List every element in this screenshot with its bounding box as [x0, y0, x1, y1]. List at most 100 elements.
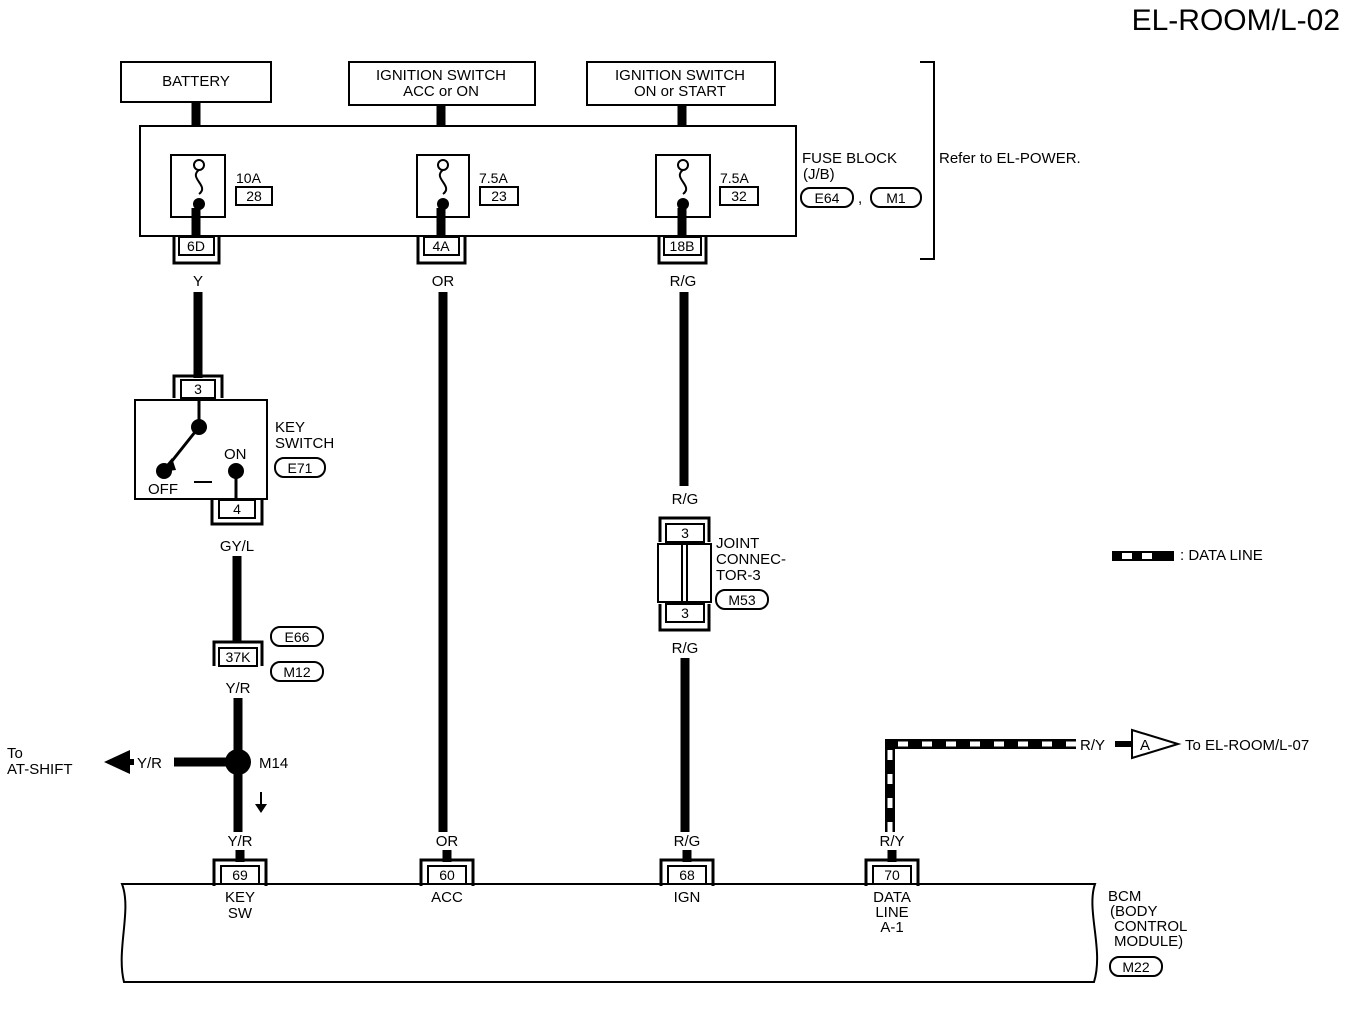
- ignition-start-label-2: ON or START: [634, 83, 726, 100]
- fuse-28-number: 28: [246, 188, 262, 204]
- bcm-label-1: BCM: [1108, 888, 1141, 905]
- bcm-term-68-name-1: IGN: [674, 889, 701, 906]
- refer-to-el-power: Refer to EL-POWER.: [939, 150, 1081, 167]
- fuse-block-bracket: [920, 61, 935, 260]
- ignition-start-label-1: IGNITION SWITCH: [615, 67, 745, 84]
- svg-text:70: 70: [884, 867, 900, 883]
- to-el-room-l07: To EL-ROOM/L-07: [1185, 737, 1309, 754]
- fuse-28-amp: 10A: [236, 170, 262, 186]
- bcm-terminal-68: 68 IGN: [659, 858, 715, 906]
- svg-text:M22: M22: [1122, 959, 1149, 975]
- bcm-term-60-name-1: ACC: [431, 889, 463, 906]
- bcm-term-69-name-2: SW: [228, 905, 253, 922]
- connector-37k: 37K: [212, 640, 264, 667]
- bcm-label-4: MODULE): [1114, 933, 1183, 950]
- wire-label-y: Y: [193, 273, 203, 290]
- connector-a: [1131, 728, 1182, 760]
- key-switch-pin-4: 4: [233, 501, 241, 517]
- terminal-4a: 4A: [416, 236, 467, 265]
- wire-label-rg-top: R/G: [670, 273, 697, 290]
- connector-m1: M1: [870, 187, 922, 208]
- key-switch: 3 OFF ON 4: [134, 374, 268, 526]
- fuse-23-number: 23: [491, 188, 507, 204]
- svg-text:M53: M53: [728, 592, 755, 608]
- splice-id: M14: [259, 755, 288, 772]
- svg-text:M1: M1: [886, 190, 906, 206]
- wire-label-gyl: GY/L: [220, 538, 254, 555]
- splice-wire-label: Y/R: [137, 755, 162, 772]
- wire-label-rg-mid: R/G: [672, 491, 699, 508]
- key-switch-label-2: SWITCH: [275, 435, 334, 452]
- to-at-shift-2: AT-SHIFT: [7, 761, 73, 778]
- joint-pin-bottom: 3: [681, 605, 689, 621]
- to-at-shift-1: To: [7, 745, 23, 762]
- bcm-term-70-name-1: DATA: [873, 889, 911, 906]
- joint-label-2: CONNEC-: [716, 551, 786, 568]
- key-switch-on-label: ON: [224, 446, 247, 463]
- terminal-18b: 18B: [657, 236, 708, 265]
- data-line-wire: R/Y A To EL-ROOM/L-07: [885, 728, 1309, 832]
- connector-e64: E64: [800, 187, 854, 208]
- ignition-acc-label-2: ACC or ON: [403, 83, 479, 100]
- bcm-terminal-60: 60 ACC: [419, 858, 475, 906]
- battery-source: BATTERY: [120, 61, 272, 103]
- ignition-start-source: IGNITION SWITCH ON or START: [586, 61, 776, 106]
- svg-text:E71: E71: [288, 460, 313, 476]
- splice-m14: Y/R M14 To AT-SHIFT: [7, 745, 288, 813]
- connector-m22: M22: [1109, 956, 1163, 977]
- fuse-32: 7.5A 32: [655, 154, 759, 218]
- page-title: EL-ROOM/L-02: [1132, 4, 1340, 37]
- svg-text:4A: 4A: [432, 238, 450, 254]
- bcm-term-70-name-2: LINE: [875, 904, 908, 921]
- legend-data-line-label: : DATA LINE: [1180, 547, 1263, 564]
- svg-text:68: 68: [679, 867, 695, 883]
- svg-text:E66: E66: [285, 629, 310, 645]
- wire-label-or-bcm: OR: [436, 833, 459, 850]
- key-switch-label-1: KEY: [275, 419, 305, 436]
- joint-label-1: JOINT: [716, 535, 759, 552]
- svg-text:37K: 37K: [226, 649, 252, 665]
- ignition-acc-label-1: IGNITION SWITCH: [376, 67, 506, 84]
- svg-text:60: 60: [439, 867, 455, 883]
- terminal-6d: 6D: [172, 236, 221, 265]
- connector-separator: ,: [858, 190, 862, 207]
- wire-label-yr-1: Y/R: [225, 680, 250, 697]
- fuse-block: 10A 28 7.5A 23 7.5A 32: [139, 125, 797, 240]
- wire-label-rg-low: R/G: [672, 640, 699, 657]
- joint-connector-3: 3 3: [657, 516, 712, 632]
- joint-pin-top: 3: [681, 525, 689, 541]
- connector-m53: M53: [715, 589, 769, 610]
- svg-text:6D: 6D: [187, 238, 205, 254]
- svg-text:E64: E64: [815, 190, 840, 206]
- bcm-term-69-name-1: KEY: [225, 889, 255, 906]
- wire-label-rg-bcm: R/G: [674, 833, 701, 850]
- fuse-block-label-1: FUSE BLOCK: [802, 150, 897, 167]
- svg-text:M12: M12: [283, 664, 310, 680]
- bcm-terminal-69: 69 KEY SW: [212, 858, 268, 922]
- key-switch-pin-3: 3: [194, 381, 202, 397]
- connector-e66: E66: [270, 626, 324, 647]
- connector-a-label: A: [1140, 737, 1150, 754]
- ignition-acc-source: IGNITION SWITCH ACC or ON: [348, 61, 536, 106]
- joint-label-3: TOR-3: [716, 567, 761, 584]
- bcm-term-70-name-3: A-1: [880, 919, 903, 936]
- bcm-terminal-70: 70 DATA LINE A-1: [864, 858, 920, 936]
- legend-data-line: : DATA LINE: [1112, 547, 1263, 564]
- fuse-block-label-2: (J/B): [803, 166, 835, 183]
- bcm-label-3: CONTROL: [1114, 918, 1187, 935]
- svg-text:18B: 18B: [670, 238, 695, 254]
- key-switch-off-label: OFF: [148, 481, 178, 498]
- wire-label-ry: R/Y: [879, 833, 904, 850]
- wire-label-yr-bcm: Y/R: [227, 833, 252, 850]
- connector-e71: E71: [274, 457, 326, 478]
- svg-text:69: 69: [232, 867, 248, 883]
- wire-label-or-top: OR: [432, 273, 455, 290]
- data-line-wire-label: R/Y: [1080, 737, 1105, 754]
- fuse-23-amp: 7.5A: [479, 170, 508, 186]
- fuse-32-amp: 7.5A: [720, 170, 749, 186]
- connector-m12: M12: [270, 661, 324, 682]
- bcm-module: [120, 883, 1099, 983]
- battery-label: BATTERY: [162, 73, 230, 90]
- bcm-label-2: (BODY: [1110, 903, 1158, 920]
